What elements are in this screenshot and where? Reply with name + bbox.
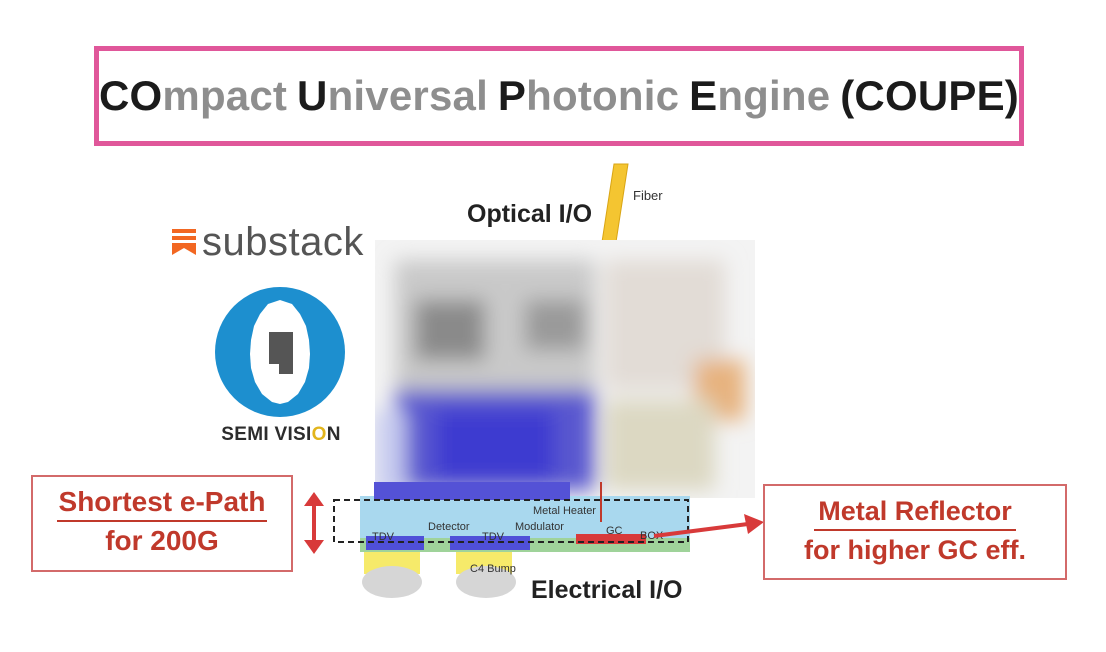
- left-callout-line2: for 200G: [105, 525, 219, 556]
- c4-bump-label: C4 Bump: [470, 563, 516, 575]
- right-callout-line1: Metal Reflector: [814, 494, 1016, 531]
- fiber-icon: [601, 163, 629, 250]
- gc-label: GC: [606, 525, 623, 537]
- right-arrow-icon: [653, 514, 764, 538]
- blurred-chip-image: [375, 240, 755, 498]
- double-arrow-icon: [304, 492, 324, 554]
- fiber-label: Fiber: [633, 188, 663, 203]
- title-part: hotonic: [526, 72, 680, 119]
- modulator-label: Modulator: [515, 521, 564, 533]
- semivision-logo-icon: [215, 287, 345, 417]
- title-part: mpact: [162, 72, 288, 119]
- title-part: P: [497, 72, 527, 119]
- tdv-right-label: TDV: [482, 531, 504, 543]
- semivision-text-suffix: N: [326, 424, 341, 445]
- title-part: ngine: [717, 72, 831, 119]
- detector-label: Detector: [428, 521, 470, 533]
- left-callout-line1: Shortest e-Path: [56, 485, 268, 522]
- title-part: niversal: [327, 72, 488, 119]
- semivision-text-o: O: [311, 424, 327, 445]
- electrical-io-label: Electrical I/O: [531, 576, 683, 604]
- right-callout-box: Metal Reflector for higher GC eff.: [763, 484, 1067, 580]
- substack-logo: substack: [172, 220, 364, 264]
- tdv-left-label: TDV: [372, 531, 394, 543]
- metal-heater-label: Metal Heater: [533, 505, 596, 517]
- substack-wordmark: substack: [202, 220, 364, 264]
- optical-io-label: Optical I/O: [467, 200, 593, 228]
- substack-bookmark-icon: [172, 229, 196, 255]
- title-part: (COUPE): [840, 72, 1019, 119]
- semivision-text-prefix: SEMI VISI: [221, 424, 312, 445]
- semivision-wordmark: SEMI VISION: [214, 424, 348, 446]
- title-part: E: [689, 72, 718, 119]
- title-part: CO: [99, 72, 163, 119]
- title-part: U: [297, 72, 328, 119]
- right-callout-line2: for higher GC eff.: [804, 535, 1026, 565]
- box-label: BOX: [640, 530, 664, 542]
- chip-cross-section: [333, 482, 690, 598]
- left-callout-box: Shortest e-Path for 200G: [31, 475, 293, 572]
